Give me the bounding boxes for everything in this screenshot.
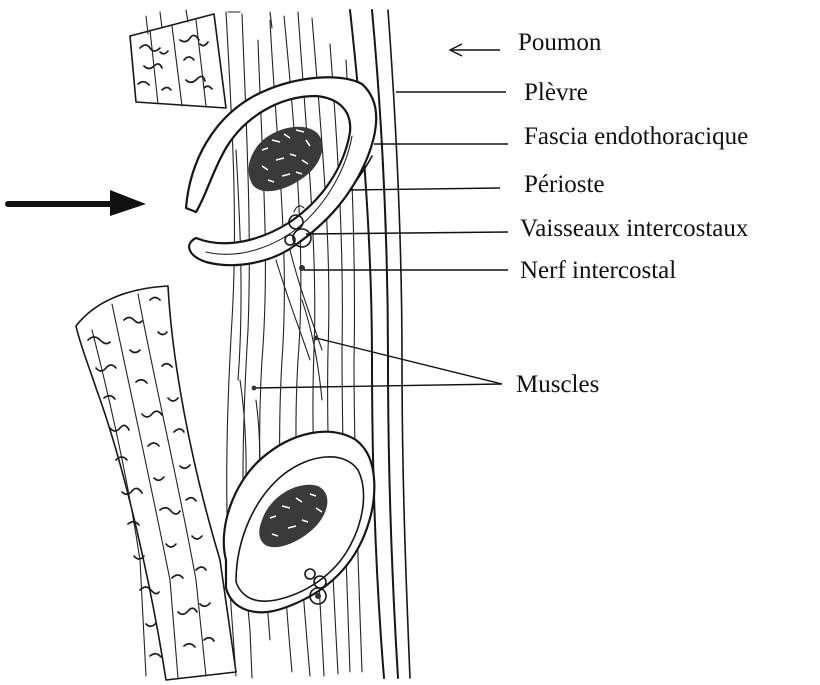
- lower-left-rib-section: [76, 286, 236, 680]
- label-plevre: Plèvre: [524, 79, 588, 106]
- upper-rib-bone: [186, 77, 376, 265]
- label-group: Poumon Plèvre Fascia endothoracique Péri…: [516, 29, 749, 398]
- label-poumon: Poumon: [518, 29, 602, 56]
- label-vaisseaux-intercostaux: Vaisseaux intercostaux: [520, 215, 749, 242]
- label-nerf-intercostal: Nerf intercostal: [520, 257, 676, 284]
- label-perioste: Périoste: [524, 171, 605, 198]
- label-muscles: Muscles: [516, 371, 599, 398]
- upper-left-rib-section: [130, 10, 226, 108]
- thick-left-arrow: [8, 190, 146, 216]
- label-fascia-endothoracique: Fascia endothoracique: [524, 123, 748, 150]
